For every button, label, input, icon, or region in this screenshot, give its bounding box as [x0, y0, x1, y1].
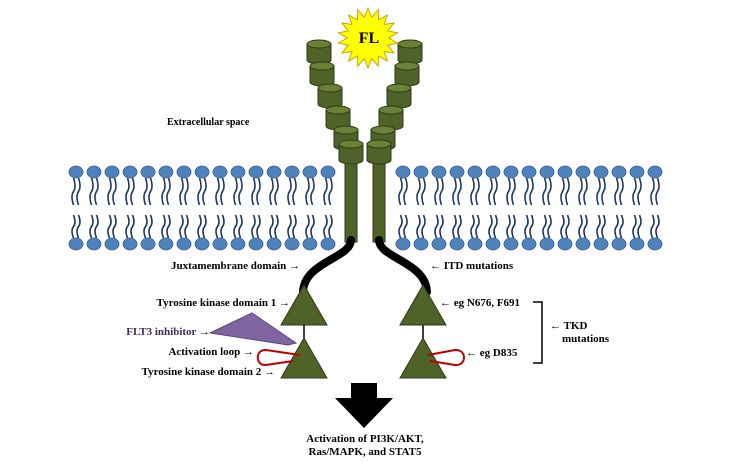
- right-tyrosine-kinase-domain-1: [399, 283, 447, 326]
- arrow-right-icon: →: [243, 346, 254, 358]
- lipid-molecule: [284, 165, 300, 251]
- left-activation-loop: [256, 349, 301, 366]
- lipid-molecule: [467, 165, 483, 251]
- activation-output-label: Activation of PI3K/AKT, Ras/MAPK, and ST…: [275, 433, 455, 459]
- left-ig-domain: [317, 83, 343, 109]
- lipid-molecule: [140, 165, 156, 251]
- itd-text: ITD mutations: [443, 260, 514, 272]
- lipid-molecule: [503, 165, 519, 251]
- tkd-mutations-label: ← TKD mutations: [550, 320, 609, 346]
- lipid-molecule: [158, 165, 174, 251]
- flt3-inhibitor-label: FLT3 inhibitor →: [90, 326, 210, 339]
- left-tyrosine-kinase-domain-1: [280, 283, 328, 326]
- right-transmembrane-stalk: [372, 161, 386, 243]
- lipid-molecule: [431, 165, 447, 251]
- arrow-right-icon: →: [279, 297, 290, 309]
- lipid-molecule: [194, 165, 210, 251]
- extracellular-space-label: Extracellular space: [167, 117, 250, 128]
- tkd-bracket: [533, 301, 543, 364]
- lipid-molecule: [176, 165, 192, 251]
- right-ig-domain: [366, 139, 392, 165]
- lipid-molecule: [611, 165, 627, 251]
- tkd1-text: Tyrosine kinase domain 1: [156, 297, 277, 309]
- lipid-molecule: [86, 165, 102, 251]
- ligand-label: FL: [358, 30, 380, 47]
- lipid-molecule: [122, 165, 138, 251]
- left-ig-domain: [309, 61, 335, 87]
- arrow-right-icon: →: [289, 260, 300, 272]
- lipid-molecule: [248, 165, 264, 251]
- mutations-text: mutations: [562, 333, 610, 345]
- lipid-molecule: [539, 165, 555, 251]
- lipid-molecule: [212, 165, 228, 251]
- tkd-text: TKD: [563, 320, 588, 332]
- right-tyrosine-kinase-domain-2: [399, 336, 447, 379]
- left-juxtamembrane-domain: [299, 236, 355, 296]
- lipid-molecule: [647, 165, 663, 251]
- right-ig-domain: [394, 61, 420, 87]
- lipid-molecule: [104, 165, 120, 251]
- lipid-molecule: [593, 165, 609, 251]
- left-tyrosine-kinase-domain-2: [280, 336, 328, 379]
- fl-ligand-sun: [337, 6, 399, 70]
- lipid-molecule: [302, 165, 318, 251]
- lipid-molecule: [395, 165, 411, 251]
- arrow-left-icon: ←: [466, 347, 477, 359]
- tkd-line: ← TKD: [550, 320, 609, 333]
- activation-loop-label: Activation loop →: [120, 346, 254, 359]
- lipid-molecule: [557, 165, 573, 251]
- juxtamembrane-label: Juxtamembrane domain →: [120, 260, 300, 273]
- inhibitor-text: FLT3 inhibitor: [126, 326, 197, 338]
- activation-loop-text: Activation loop: [168, 346, 241, 358]
- lipid-molecule: [413, 165, 429, 251]
- itd-mutations-label: ← ITD mutations: [430, 260, 513, 273]
- downstream-arrow: [335, 383, 393, 428]
- lipid-molecule: [575, 165, 591, 251]
- arrow-left-icon: ←: [430, 260, 441, 272]
- left-ig-domain: [338, 139, 364, 165]
- left-ig-domain: [325, 105, 351, 131]
- lipid-molecule: [485, 165, 501, 251]
- lipid-molecule: [629, 165, 645, 251]
- eg-n676-label: ← eg N676, F691: [440, 297, 520, 310]
- tkd2-label: Tyrosine kinase domain 2 →: [90, 366, 275, 379]
- eg-d835-label: ← eg D835: [466, 347, 517, 360]
- lipid-molecule: [230, 165, 246, 251]
- tkd1-label: Tyrosine kinase domain 1 →: [100, 297, 290, 310]
- arrow-left-icon: ←: [550, 320, 561, 332]
- eg-d835-text: eg D835: [479, 347, 518, 359]
- lipid-molecule: [68, 165, 84, 251]
- arrow-right-icon: →: [264, 366, 275, 378]
- right-juxtamembrane-domain: [375, 236, 431, 296]
- lipid-molecule: [266, 165, 282, 251]
- lipid-molecule: [320, 165, 336, 251]
- right-ig-domain: [397, 39, 423, 65]
- right-ig-domain: [386, 83, 412, 109]
- lipid-molecule: [521, 165, 537, 251]
- left-ig-domain: [306, 39, 332, 65]
- juxtamembrane-text: Juxtamembrane domain: [171, 260, 287, 272]
- cell-membrane: [68, 165, 663, 251]
- activation-line-2: Ras/MAPK, and STAT5: [308, 446, 422, 458]
- right-activation-loop: [427, 349, 465, 366]
- tkd2-text: Tyrosine kinase domain 2: [141, 366, 262, 378]
- eg-n676-text: eg N676, F691: [453, 297, 521, 309]
- left-transmembrane-stalk: [344, 161, 358, 243]
- arrow-right-icon: →: [199, 326, 210, 338]
- arrow-left-icon: ←: [440, 297, 451, 309]
- activation-line-1: Activation of PI3K/AKT,: [306, 433, 424, 445]
- extracellular-domains: [306, 39, 423, 165]
- flt3-inhibitor-shape: [208, 312, 298, 346]
- lipid-molecule: [449, 165, 465, 251]
